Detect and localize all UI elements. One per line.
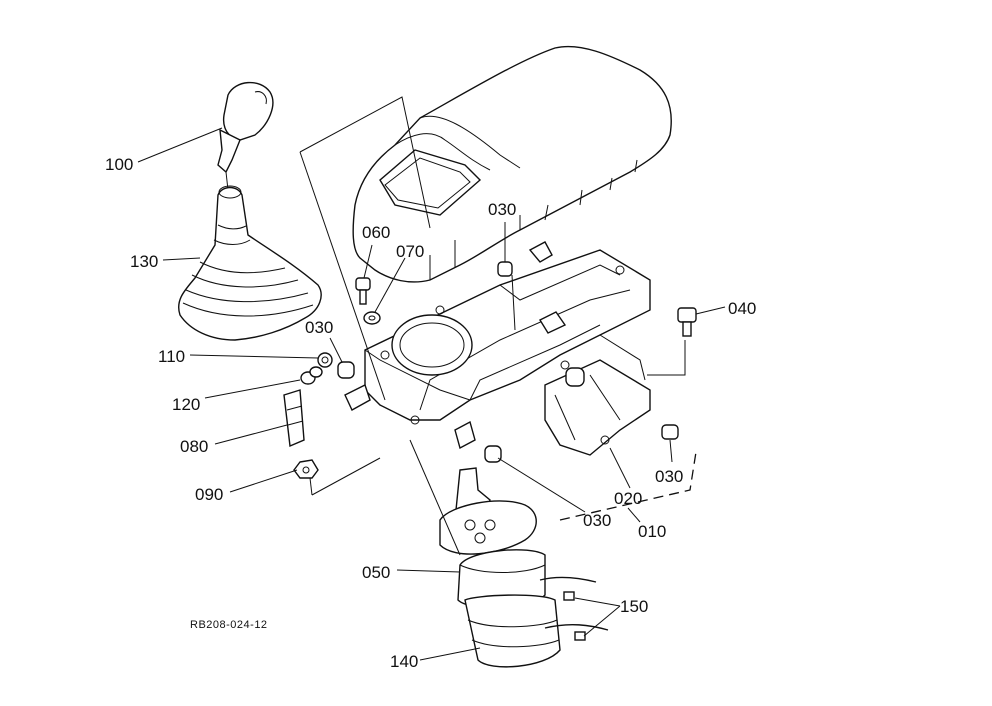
- label-140: 140: [390, 652, 418, 671]
- axis-lines: [299, 96, 686, 556]
- label-030-right: 030: [655, 467, 683, 486]
- shift-boot: [178, 185, 322, 341]
- label-030-left: 030: [305, 318, 333, 337]
- label-060: 060: [362, 223, 390, 242]
- leader-lines: [137, 127, 726, 661]
- label-120: 120: [172, 395, 200, 414]
- shift-knob: [217, 81, 274, 191]
- band-clamps: [539, 576, 609, 641]
- label-050: 050: [362, 563, 390, 582]
- label-020: 020: [614, 489, 642, 508]
- label-010: 010: [638, 522, 666, 541]
- label-030-bottom: 030: [583, 511, 611, 530]
- part-labels: 100 130 110 120 080 090 060 070 030 030 …: [105, 155, 756, 671]
- bracket-frame: [344, 241, 651, 456]
- label-150: 150: [620, 597, 648, 616]
- nut-090: [293, 459, 319, 479]
- nut-110: [317, 352, 333, 368]
- lower-cover: [464, 594, 561, 668]
- rod-080: [283, 389, 305, 448]
- reference-code: RB208-024-12: [190, 619, 268, 631]
- label-130: 130: [130, 252, 158, 271]
- label-110: 110: [158, 347, 185, 366]
- lever-housing: [439, 467, 546, 609]
- bolt-060: [355, 277, 371, 305]
- assembly-010-bracket: [559, 451, 697, 521]
- label-090: 090: [195, 485, 223, 504]
- label-070: 070: [396, 242, 424, 261]
- label-040: 040: [728, 299, 756, 318]
- washer-070: [363, 311, 381, 325]
- washer-120: [300, 366, 323, 385]
- label-080: 080: [180, 437, 208, 456]
- label-100: 100: [105, 155, 133, 174]
- label-030-top: 030: [488, 200, 516, 219]
- bolt-040: [677, 307, 697, 337]
- console-cover: [352, 45, 672, 283]
